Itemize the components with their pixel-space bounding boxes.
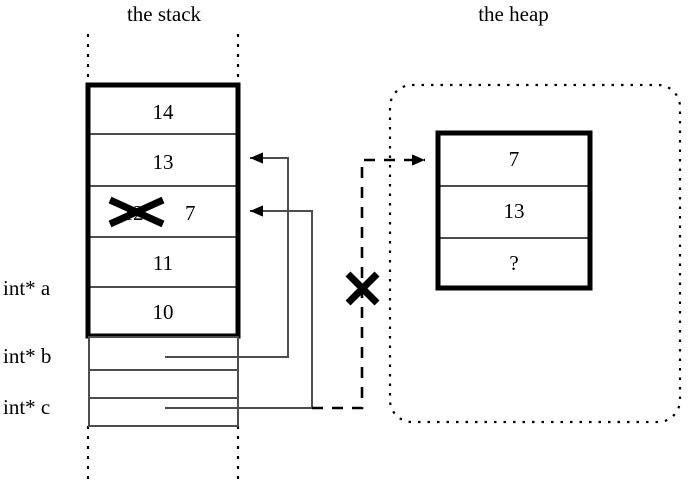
heap-cell-value-2: ? bbox=[509, 251, 519, 275]
stack-heading: the stack bbox=[126, 2, 202, 26]
heap-block-box bbox=[435, 130, 593, 291]
invalidated-heap-pointer-arrow bbox=[312, 154, 425, 410]
stack-cell-value-1: 13 bbox=[152, 150, 174, 174]
stack-var-label-a: int* a bbox=[3, 276, 51, 300]
pointer-b-arrow bbox=[165, 152, 289, 358]
stack-cell-value-4: 10 bbox=[152, 300, 174, 324]
stack-cell-value-2: 12 bbox=[122, 201, 144, 225]
invalidated-pointer-cross-icon bbox=[345, 271, 380, 306]
heap-heading: the heap bbox=[478, 2, 549, 26]
stack-cell-value-0: 14 bbox=[152, 100, 174, 124]
stack-column-guides bbox=[86, 34, 240, 486]
stack-cell-value-3: 11 bbox=[152, 251, 174, 275]
stack-pointer-rows-box bbox=[88, 336, 239, 427]
stack-var-label-c: int* c bbox=[3, 395, 51, 419]
stack-cell-replacement-2: 7 bbox=[185, 201, 196, 225]
stack-var-label-b: int* b bbox=[3, 344, 52, 368]
pointer-c-arrow bbox=[165, 205, 313, 409]
struck-value-cross-icon bbox=[108, 196, 165, 228]
heap-cell-value-0: 7 bbox=[508, 147, 520, 171]
heap-cell-value-1: 13 bbox=[503, 199, 525, 223]
